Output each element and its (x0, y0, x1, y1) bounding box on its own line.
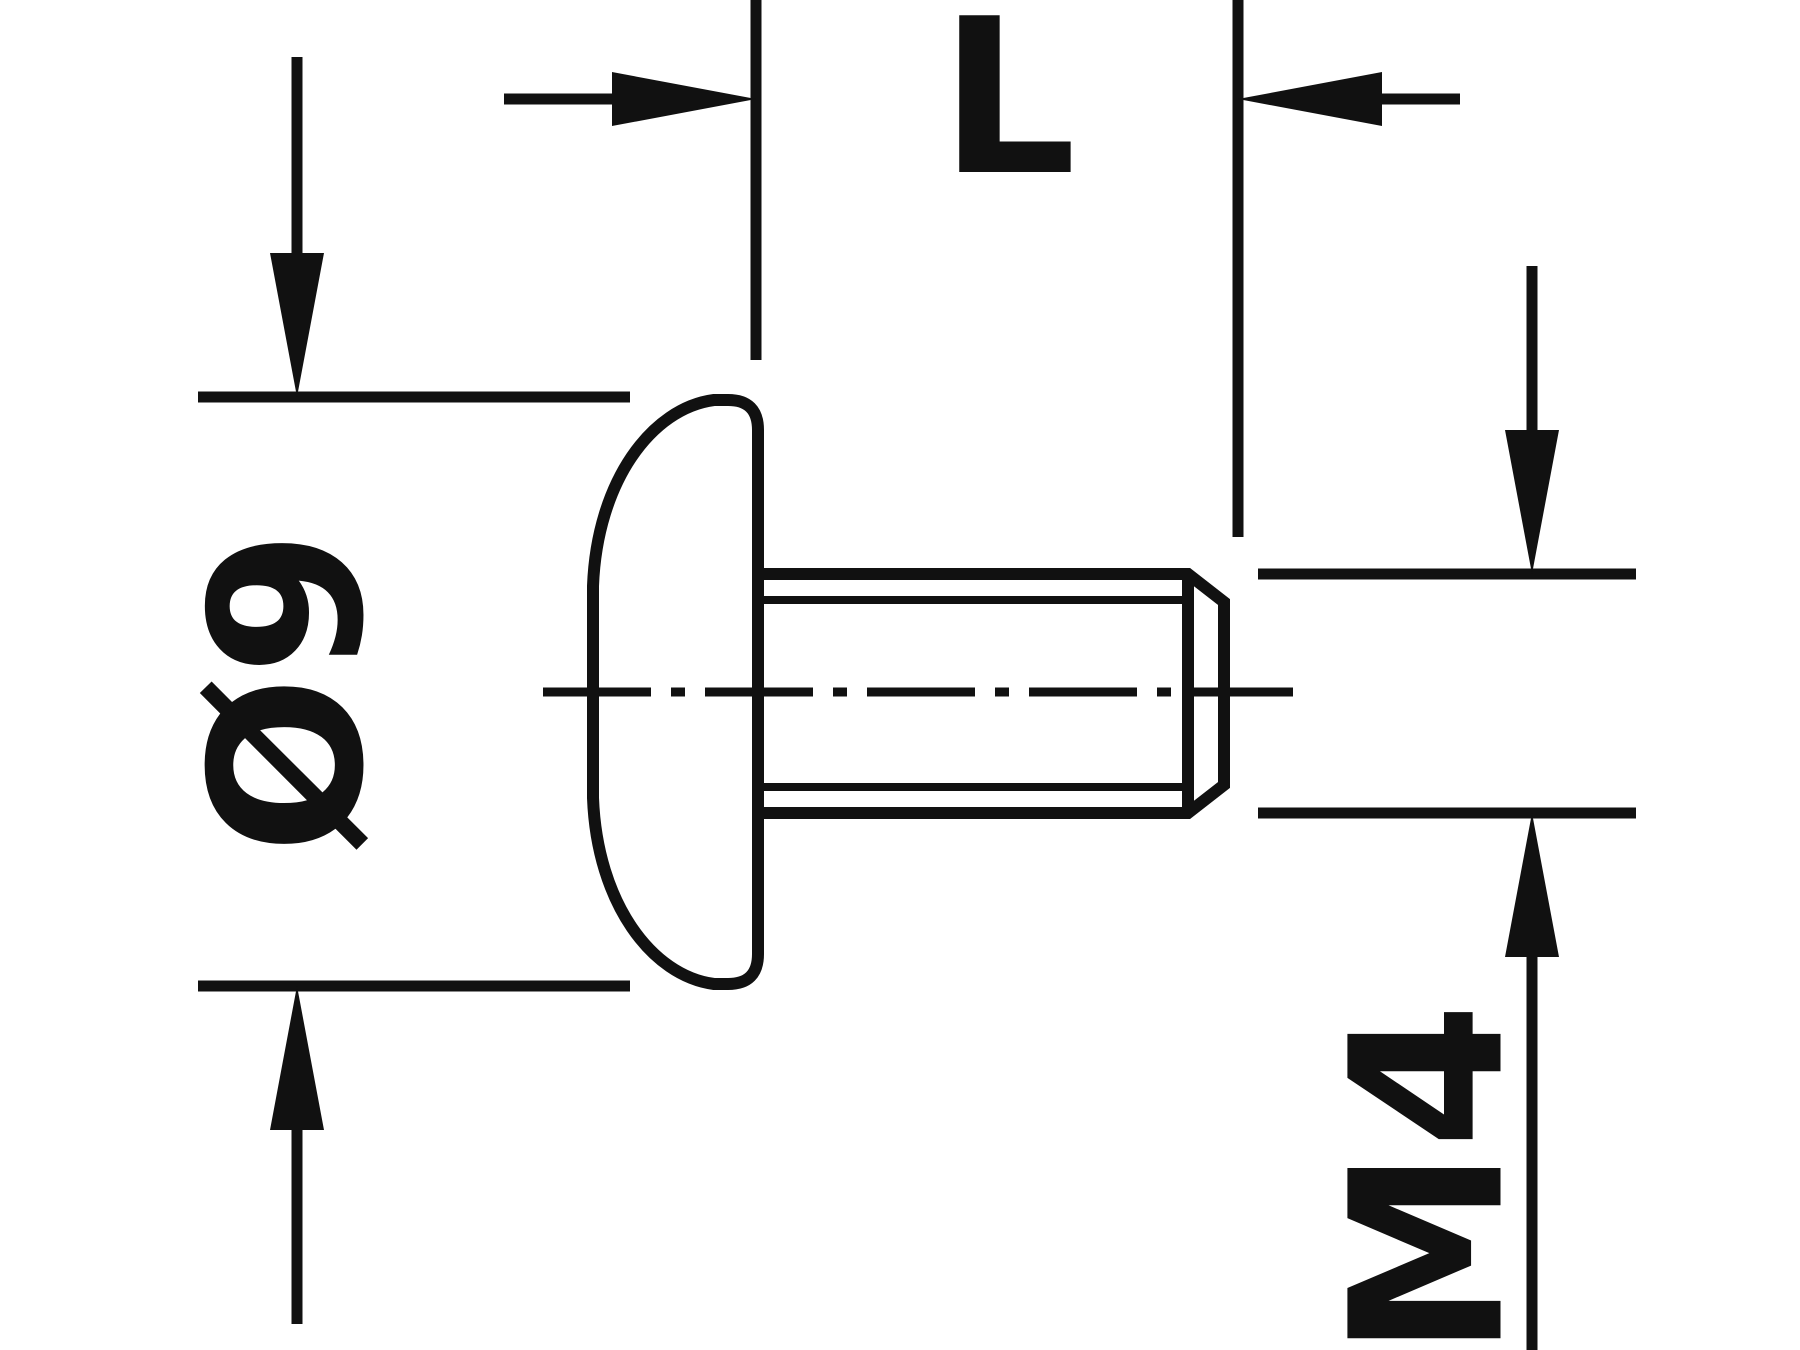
arrowhead-thread-top (1505, 430, 1559, 574)
screw-shank-outline (752, 568, 1230, 819)
arrowhead-head-top (270, 253, 324, 397)
dimension-head-diameter: Ø9 (166, 57, 630, 1324)
arrowhead-length-left (612, 72, 756, 126)
arrowhead-head-bottom (270, 986, 324, 1130)
dimension-thread: M4 (1258, 266, 1636, 1350)
length-label: L (940, 0, 1077, 223)
head-diameter-label: Ø9 (166, 530, 411, 855)
arrowhead-thread-bottom (1505, 813, 1559, 957)
thread-label: M4 (1306, 1002, 1551, 1350)
dimension-length: L (504, 0, 1460, 537)
arrowhead-length-right (1238, 72, 1382, 126)
